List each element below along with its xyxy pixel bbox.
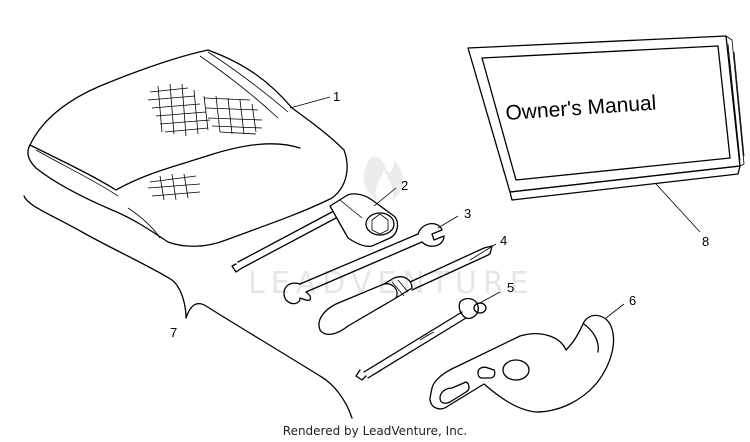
callout-8: 8 bbox=[702, 234, 709, 249]
tool-pouch bbox=[27, 49, 348, 247]
leader-lines bbox=[289, 96, 701, 319]
callout-3: 3 bbox=[464, 206, 471, 221]
owners-manual: Owner's Manual bbox=[467, 35, 745, 201]
manual-cover-title: Owner's Manual bbox=[505, 92, 657, 125]
open-end-wrench bbox=[283, 223, 445, 305]
callout-7: 7 bbox=[170, 325, 177, 340]
socket-wrench bbox=[231, 193, 399, 273]
callout-5: 5 bbox=[507, 280, 514, 295]
render-credit: Rendered by LeadVenture, Inc. bbox=[282, 424, 468, 438]
screwdriver bbox=[318, 245, 493, 336]
callout-2: 2 bbox=[401, 178, 408, 193]
group-bracket bbox=[23, 195, 353, 419]
hook-spanner bbox=[429, 314, 615, 413]
callout-4: 4 bbox=[500, 233, 507, 248]
driver-bar bbox=[355, 297, 487, 381]
callout-6: 6 bbox=[629, 293, 636, 308]
callout-1: 1 bbox=[333, 89, 340, 104]
